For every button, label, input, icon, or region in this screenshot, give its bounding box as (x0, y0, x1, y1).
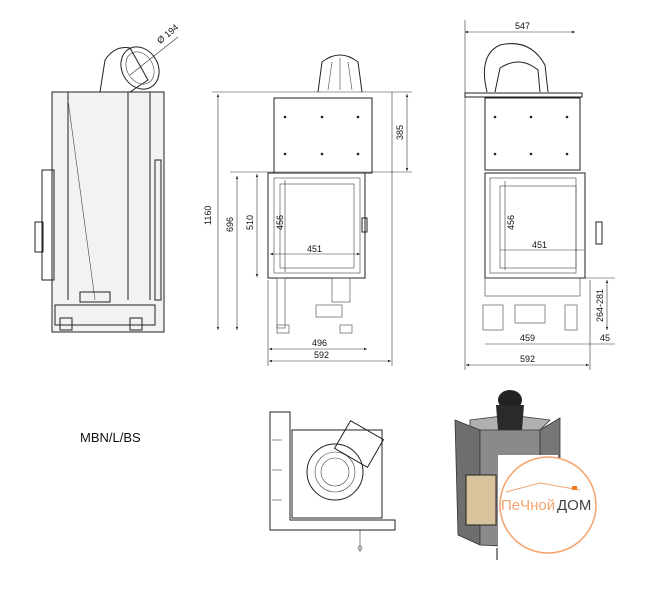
watermark-text-1: ПеЧной (501, 497, 555, 514)
watermark-text-2: ДОМ (557, 497, 591, 514)
flue-diameter-label: Ø 194 (155, 22, 180, 45)
model-label: MBN/L/BS (80, 430, 141, 445)
flue-pipe: Ø 194 (99, 22, 180, 93)
dim-width-total: 592 (314, 350, 329, 360)
dim-right-glass-height: 456 (506, 215, 516, 230)
top-plan-view (269, 411, 396, 552)
dim-top-height: 385 (395, 125, 405, 140)
dim-offset: 45 (600, 333, 610, 343)
handle-icon (34, 221, 44, 253)
dim-glass-width: 451 (307, 244, 322, 254)
dim-right-width-total: 592 (520, 354, 535, 364)
watermark-logo: ПеЧной ДОМ (498, 455, 597, 565)
dim-height-696: 696 (225, 217, 235, 232)
side-view: Ø 194 (34, 22, 180, 333)
right-view: 547 456 451 264-281 459 45 592 (464, 20, 615, 370)
dim-leg-height: 264-281 (595, 289, 605, 322)
dim-right-width-inner: 459 (520, 333, 535, 343)
dim-width-top: 547 (515, 21, 530, 31)
dim-right-glass-width: 451 (532, 240, 547, 250)
dim-height-total: 1160 (203, 206, 213, 225)
dim-glass-height: 456 (275, 215, 285, 230)
front-view: 1160 696 510 456 451 385 496 592 (203, 54, 412, 366)
dim-width-inner: 496 (312, 338, 327, 348)
dim-door-height: 510 (245, 215, 255, 230)
